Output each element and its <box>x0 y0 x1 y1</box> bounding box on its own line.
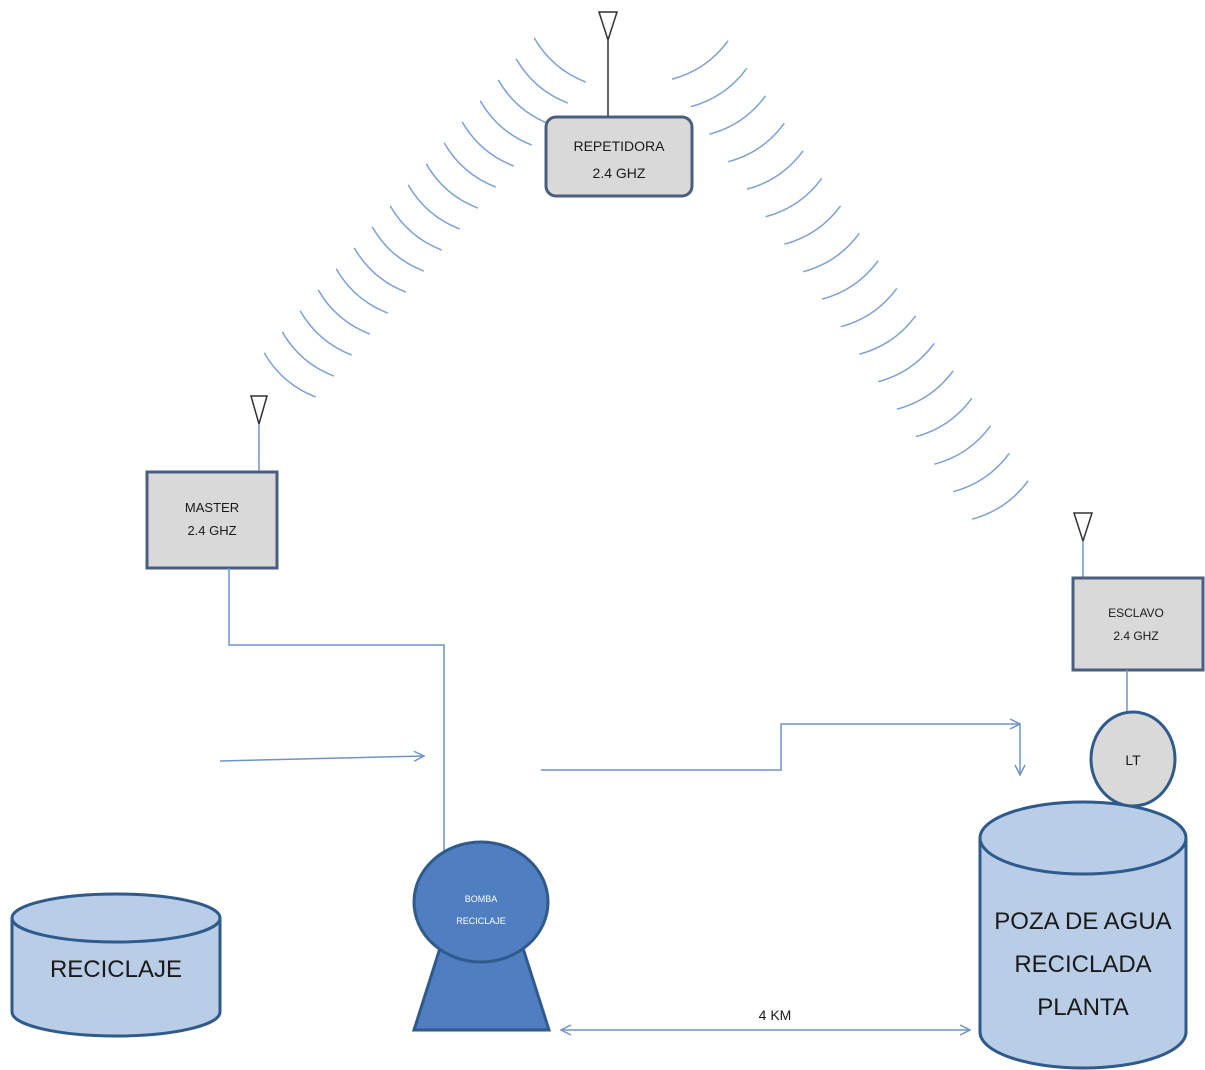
radio-wave-arc <box>803 232 860 273</box>
pump-label-2: RECICLAJE <box>456 916 506 926</box>
repeater-label: REPETIDORA <box>573 138 665 154</box>
radio-wave-arc <box>878 342 935 383</box>
radio-wave-arc <box>443 142 497 188</box>
radio-wave-arc <box>335 268 389 314</box>
radio-wave-arc <box>497 79 551 125</box>
radio-wave-arc <box>671 40 729 80</box>
radio-wave-arc <box>746 150 804 190</box>
pump-discharge-line <box>541 724 1020 771</box>
repeater-antenna-icon <box>597 11 619 117</box>
distance-label: 4 KM <box>759 1007 792 1023</box>
radio-wave-arc <box>479 100 533 146</box>
radio-wave-arc <box>859 315 917 355</box>
radio-wave-arc <box>840 287 898 328</box>
radio-wave-arc <box>353 247 407 293</box>
repeater-frequency: 2.4 GHZ <box>593 165 646 181</box>
radio-wave-arc <box>934 425 992 465</box>
master-label: MASTER <box>185 500 239 515</box>
master-antenna-icon <box>250 395 268 472</box>
recycled-water-pool: POZA DE AGUA RECICLADA PLANTA <box>978 800 1188 1070</box>
pool-label-line1: POZA DE AGUA <box>994 908 1171 935</box>
radio-wave-arc <box>765 177 823 218</box>
recycle-tank-label: RECICLAJE <box>50 956 182 983</box>
recycle-to-pump-arrow <box>219 756 424 761</box>
radio-wave-arc <box>953 452 1010 493</box>
master-to-pump-line <box>228 568 445 860</box>
radio-wave-arc <box>425 163 479 209</box>
radio-wave-arc <box>896 370 954 410</box>
slave-antenna-icon <box>1072 512 1094 578</box>
radio-waves-left <box>263 37 587 398</box>
radio-wave-arc <box>371 226 425 272</box>
radio-wave-arc <box>407 184 461 230</box>
radio-wave-arc <box>533 37 587 83</box>
radio-wave-arc <box>317 289 371 335</box>
slave-radio: ESCLAVO 2.4 GHZ <box>1071 576 1205 672</box>
pool-label-line3: PLANTA <box>1037 994 1129 1021</box>
radio-wave-arc <box>709 95 767 135</box>
radio-wave-arc <box>263 352 317 398</box>
repeater-radio: REPETIDORA 2.4 GHZ <box>544 115 694 198</box>
slave-label: ESCLAVO <box>1108 606 1164 620</box>
radio-wave-arc <box>915 397 973 438</box>
radio-wave-arc <box>728 122 785 163</box>
radio-waves-right <box>671 40 1029 520</box>
slave-frequency: 2.4 GHZ <box>1113 629 1158 643</box>
radio-wave-arc <box>461 121 515 167</box>
radio-wave-arc <box>389 205 443 251</box>
radio-wave-arc <box>971 480 1029 520</box>
pump-label: BOMBA <box>465 894 498 904</box>
recycle-pump-icon: BOMBA RECICLAJE <box>411 840 552 1032</box>
master-frequency: 2.4 GHZ <box>187 523 236 538</box>
radio-wave-arc <box>515 58 569 104</box>
radio-wave-arc <box>784 205 842 245</box>
radio-wave-arc <box>281 331 335 377</box>
radio-wave-arc <box>821 260 879 300</box>
radio-wave-arc <box>690 67 748 108</box>
radio-wave-arc <box>299 310 353 356</box>
recycle-tank: RECICLAJE <box>10 892 222 1038</box>
lt-label: LT <box>1125 752 1141 768</box>
pool-label-line2: RECICLADA <box>1014 951 1151 978</box>
level-transmitter: LT <box>1089 710 1177 808</box>
master-radio: MASTER 2.4 GHZ <box>145 470 279 570</box>
